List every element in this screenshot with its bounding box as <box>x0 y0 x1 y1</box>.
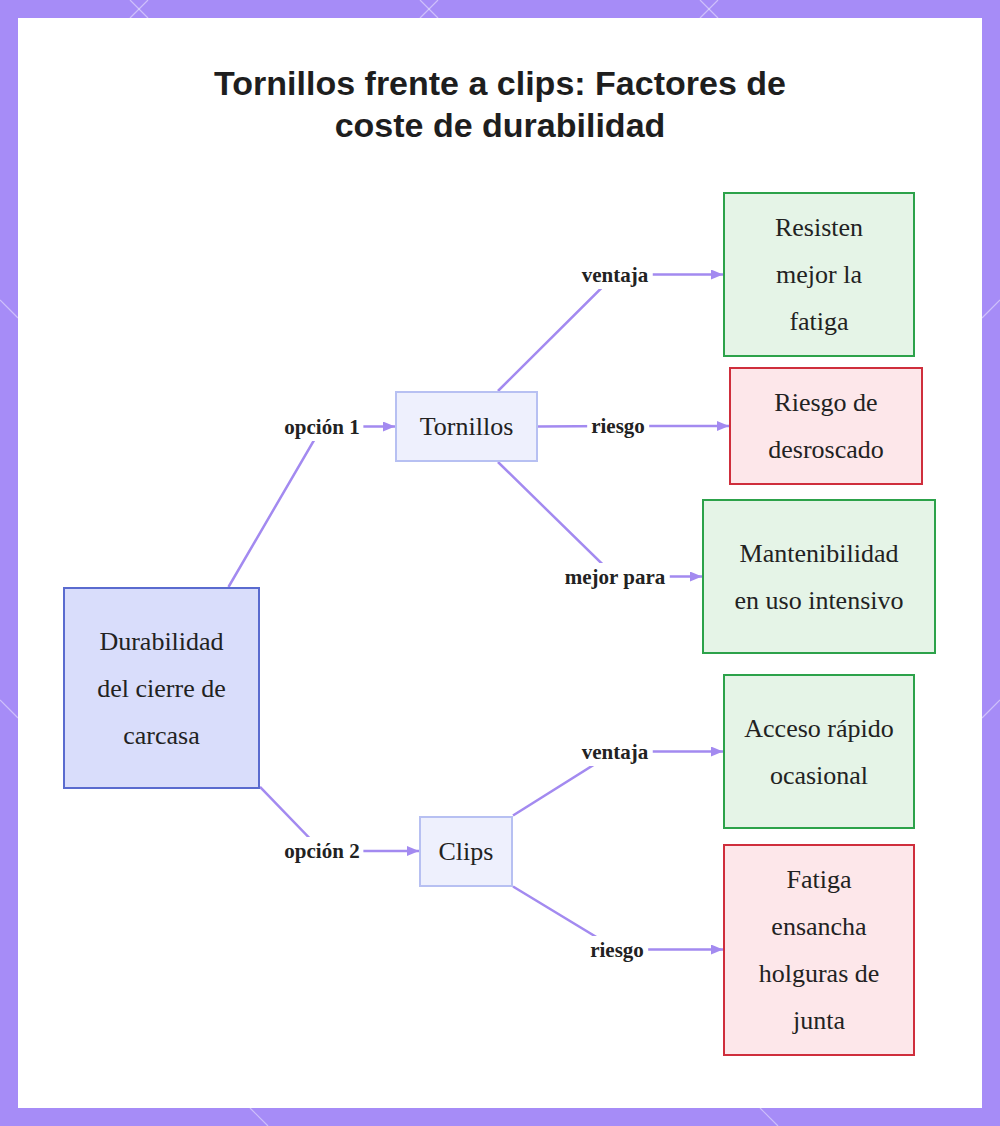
frame-border <box>9 9 991 1117</box>
risk-box: Riesgo de desroscado <box>729 367 923 485</box>
connector-arrow <box>498 275 723 392</box>
node-content: Clips <box>439 828 494 875</box>
connector-arrow <box>498 462 702 577</box>
edge-label: ventaja <box>578 261 653 289</box>
node-content: Resisten mejor la fatiga <box>764 204 874 345</box>
node-label: Durabilidad del cierre de carcasa <box>87 618 237 759</box>
edge-label: riesgo <box>586 936 648 964</box>
node-content: Durabilidad del cierre de carcasa <box>87 618 237 759</box>
edge-label: riesgo <box>587 412 649 440</box>
node-content: Riesgo de desroscado <box>741 379 911 473</box>
node-label: Fatiga ensancha holguras de junta <box>739 856 899 1044</box>
advantage-box: Acceso rápido ocasional <box>723 674 915 829</box>
advantage-box: Mantenibilidad en uso intensivo <box>702 499 936 654</box>
node-label: Riesgo de desroscado <box>741 379 911 473</box>
edge-label: opción 2 <box>280 837 363 865</box>
connector-arrow <box>228 427 395 588</box>
node-label: Acceso rápido ocasional <box>744 705 894 799</box>
advantage-box: Resisten mejor la fatiga <box>723 192 915 357</box>
option-box: Clips <box>419 816 513 887</box>
risk-box: Fatiga ensancha holguras de junta <box>723 844 915 1056</box>
node-content: Fatiga ensancha holguras de junta <box>739 856 899 1044</box>
node-label: Tornillos <box>420 403 514 450</box>
node-label: Mantenibilidad en uso intensivo <box>734 530 904 624</box>
edge-label: ventaja <box>578 738 653 766</box>
node-content: Acceso rápido ocasional <box>744 705 894 799</box>
node-label: Resisten mejor la fatiga <box>764 204 874 345</box>
node-content: Mantenibilidad en uso intensivo <box>734 530 904 624</box>
node-label: Clips <box>439 828 494 875</box>
node-content: Tornillos <box>420 403 514 450</box>
root-box: Durabilidad del cierre de carcasa <box>63 587 260 789</box>
diagram-title: Tornillos frente a clips: Factores de co… <box>190 62 810 146</box>
edge-label: mejor para <box>561 563 670 591</box>
option-box: Tornillos <box>395 391 538 462</box>
edge-label: opción 1 <box>280 413 363 441</box>
